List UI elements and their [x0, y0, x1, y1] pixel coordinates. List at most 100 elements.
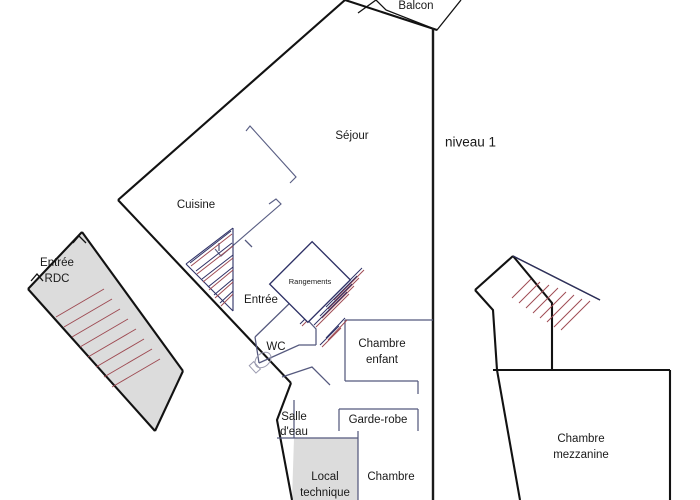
- floor-fills: [28, 232, 358, 500]
- stair-tread: [321, 327, 342, 348]
- stairs-entree-main: [185, 227, 234, 312]
- stairs-mezzanine: [511, 255, 601, 331]
- stair-tread: [321, 285, 355, 319]
- room-label-wc: WC: [266, 341, 285, 353]
- stair-tread: [202, 257, 234, 283]
- room-label-chambre-enfant: Chambre enfant: [358, 338, 405, 366]
- room-label-chambre: Chambre: [367, 471, 414, 483]
- local-technique-floor-fill: [292, 438, 358, 500]
- entree-rdc-outline-lower: [154, 370, 184, 432]
- stair-tread: [327, 319, 348, 341]
- stair-tread: [546, 294, 575, 323]
- stair-tread: [327, 277, 360, 310]
- room-label-salle-deau-line2: d'eau: [280, 426, 308, 438]
- room-label-entree-rdc-line2: RDC: [45, 273, 70, 285]
- wc-wall-southwest: [254, 336, 260, 364]
- entree-rdc-door-jamb-left: [30, 273, 44, 282]
- stair-tread: [220, 293, 234, 307]
- entree-rdc-door-jamb-top: [72, 235, 87, 244]
- toilet-tank-icon: [248, 360, 262, 374]
- stair-tread: [333, 269, 365, 301]
- fixtures: [248, 351, 272, 374]
- stair-tread: [560, 300, 591, 331]
- exterior-wall-north-apex: [344, 0, 438, 31]
- rangements-rect: [268, 240, 352, 324]
- room-label-chambre-enfant-line1: Chambre: [358, 338, 405, 350]
- rangements-box: [268, 240, 352, 324]
- mezzanine-wall-west: [474, 289, 522, 500]
- stair-tread: [207, 266, 234, 288]
- stair-tread: [319, 283, 353, 317]
- exterior-wall-northwest: [117, 0, 346, 201]
- stair-tread: [319, 325, 340, 346]
- room-label-entree-rdc-line1: Entrée: [40, 257, 74, 269]
- stair-tread: [189, 230, 232, 264]
- stair-stringer: [512, 255, 601, 301]
- cuisine-sejour-partition-upper: [245, 125, 297, 184]
- stair-tread: [325, 275, 358, 308]
- stair-tread: [525, 284, 550, 309]
- stair-tread: [71, 308, 121, 338]
- room-label-rangements: Rangements: [289, 277, 332, 286]
- stair-tread: [103, 348, 153, 378]
- wc-toilet-fixture: [248, 351, 272, 374]
- room-label-chambre-mezzanine-line1: Chambre: [557, 433, 604, 445]
- stair-tread: [214, 281, 234, 299]
- stair-stringer-outer: [185, 227, 234, 265]
- stair-tread: [553, 298, 583, 328]
- stair-tread: [315, 293, 350, 328]
- room-label-chambre-mezzanine-line2: mezzanine: [553, 449, 609, 461]
- stair-tread: [196, 245, 234, 275]
- stair-tread: [190, 233, 233, 267]
- stair-tread: [518, 281, 541, 304]
- room-label-chambre-mezzanine: Chambre mezzanine: [553, 433, 609, 461]
- stair-tread: [201, 254, 234, 280]
- room-labels: Balcon Séjour Cuisine Entrée RDC Rangeme…: [40, 0, 609, 499]
- stair-tread: [87, 328, 137, 358]
- stair-tread: [208, 269, 234, 291]
- stair-tread: [79, 318, 129, 348]
- room-label-entree: Entrée: [244, 294, 278, 306]
- plan-annotations: niveau 1: [445, 135, 496, 150]
- stair-tread: [95, 338, 145, 368]
- room-label-entree-rdc: Entrée RDC: [40, 257, 74, 285]
- room-label-local-technique-line2: technique: [300, 487, 350, 499]
- room-label-salle-deau-line1: Salle: [281, 411, 307, 423]
- stair-tread: [195, 242, 233, 272]
- salle-deau-wall-north: [281, 366, 331, 386]
- stairs-entree-rdc: [55, 288, 161, 388]
- entree-rdc-floor-fill: [28, 232, 183, 431]
- cuisine-sejour-partition-lower: [214, 198, 282, 257]
- room-label-garde-robe: Garde-robe: [349, 414, 408, 426]
- wc-wall-south: [258, 344, 316, 364]
- room-label-local-technique-line1: Local: [311, 471, 339, 483]
- stair-stringer-inner: [185, 263, 234, 312]
- stair-tread: [532, 287, 559, 314]
- room-label-balcon: Balcon: [398, 0, 433, 12]
- entree-rdc-outline-upper: [27, 231, 83, 290]
- annotation-niveau-1: niveau 1: [445, 135, 496, 150]
- stair-tread: [511, 278, 532, 299]
- stair-tread: [219, 290, 234, 304]
- stair-tread: [213, 278, 234, 296]
- toilet-bowl-icon: [254, 351, 272, 369]
- stair-tread: [325, 317, 346, 339]
- stair-tread: [313, 291, 348, 326]
- entree-rdc-outline-right: [81, 231, 184, 372]
- stair-tread: [55, 288, 105, 318]
- balcon-outline: [375, 0, 462, 31]
- room-label-local-technique: Local technique: [300, 471, 350, 499]
- balcon-edge-left: [357, 0, 377, 14]
- stair-tread: [539, 291, 567, 319]
- room-label-salle-deau: Salle d'eau: [280, 411, 308, 438]
- room-label-sejour: Séjour: [335, 130, 368, 142]
- room-label-chambre-enfant-line2: enfant: [366, 354, 399, 366]
- mezzanine-wall-northwest: [474, 255, 514, 291]
- entree-rdc-outline-left: [27, 288, 156, 432]
- exterior-wall-southwest: [275, 382, 294, 500]
- stair-tread: [63, 298, 113, 328]
- room-label-cuisine: Cuisine: [177, 199, 215, 211]
- stair-tread: [111, 358, 161, 388]
